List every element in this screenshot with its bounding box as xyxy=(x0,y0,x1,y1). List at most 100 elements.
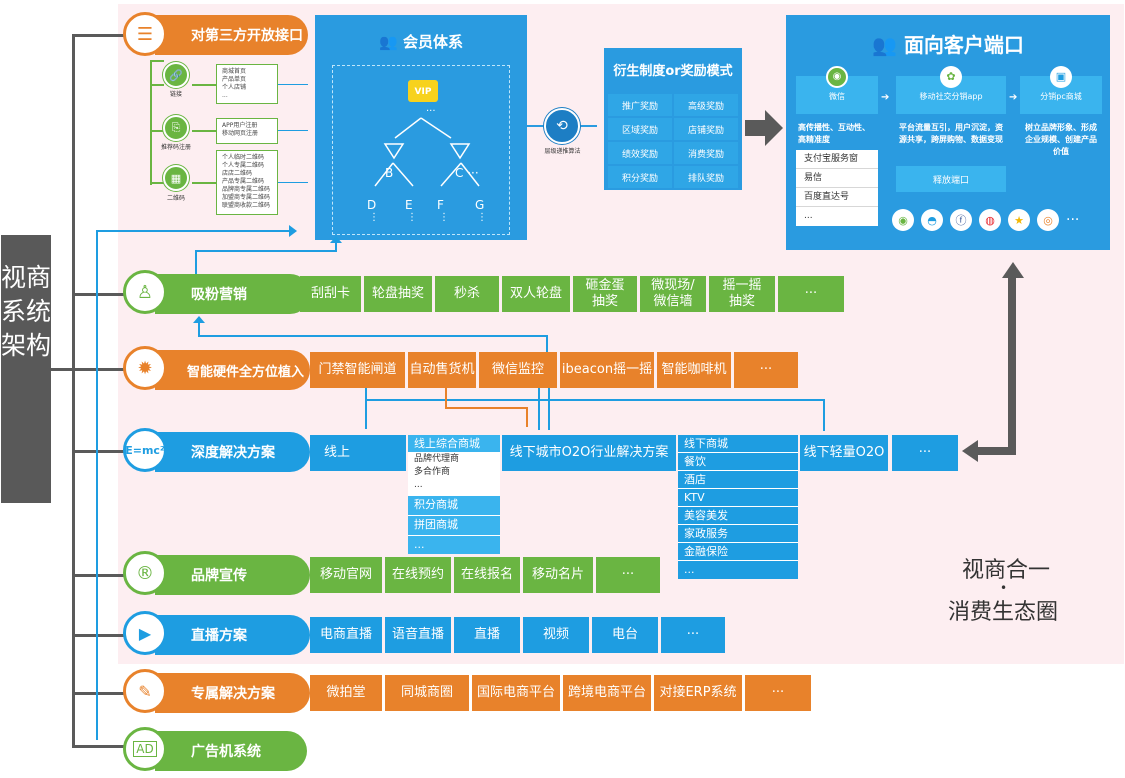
level3-d: D xyxy=(367,198,377,212)
row-title-open-api[interactable]: 对第三方开放接口 xyxy=(155,15,308,55)
row-title-deep[interactable]: 深度解决方案 xyxy=(155,432,310,472)
ecosystem-line2: 消费生态圈 xyxy=(948,600,1059,625)
big-arrow-left xyxy=(962,440,978,462)
list-item: 易信 xyxy=(796,169,878,188)
member-title-label: 会员体系 xyxy=(402,33,463,51)
big-arrow-vertical xyxy=(1008,277,1016,452)
ad-icon-label: AD xyxy=(133,741,157,757)
row-title-ad[interactable]: 广告机系统 xyxy=(155,731,307,771)
row-title-brand[interactable]: 品牌宣传 xyxy=(155,555,310,595)
note-item: 个人店铺 xyxy=(222,84,247,91)
level3-dots: ⋮ xyxy=(439,212,449,223)
reward-cell: 积分奖励 xyxy=(608,166,672,188)
exclusive-item[interactable]: 跨境电商平台 xyxy=(563,675,651,711)
online-list-extra: ... xyxy=(408,536,500,554)
offline-item: 金融保险 xyxy=(678,543,798,561)
deep-online[interactable]: 线上 xyxy=(310,435,406,471)
orange-connector xyxy=(526,407,528,427)
client-list: 支付宝服务窗 易信 百度直达号 ... xyxy=(796,150,878,226)
row-title-hardware[interactable]: 智能硬件全方位植入 xyxy=(155,350,310,390)
reward-cell: 消费奖励 xyxy=(674,142,738,164)
live-item[interactable]: 电商直播 xyxy=(310,617,382,653)
exclusive-item[interactable]: 微拍堂 xyxy=(310,675,382,711)
qrcode-label: 二维码 xyxy=(166,195,185,202)
connector-line xyxy=(72,634,127,637)
link-label: 链接 xyxy=(169,91,182,98)
link-note: 商城首页 产品单页 个人店铺 ... xyxy=(216,64,278,104)
wechat-desc: 高传播性、互动性、高精准度 xyxy=(798,123,870,144)
more-dots: ··· xyxy=(1066,212,1080,228)
fans-item[interactable]: 微现场/ 微信墙 xyxy=(640,276,706,312)
fans-item[interactable]: 刮刮卡 xyxy=(300,276,361,312)
hardware-item[interactable]: 门禁智能闸道 xyxy=(310,352,405,388)
live-item[interactable]: 电台 xyxy=(592,617,658,653)
brand-item[interactable]: 移动官网 xyxy=(310,557,382,593)
live-item[interactable]: 视频 xyxy=(523,617,589,653)
connector-trunk xyxy=(72,34,75,746)
reward-cell: 排队奖励 xyxy=(674,166,738,188)
row-title-label: 深度解决方案 xyxy=(191,445,275,461)
list-item: 支付宝服务窗 xyxy=(796,150,878,169)
fans-item[interactable]: 秒杀 xyxy=(435,276,499,312)
blue-connector xyxy=(365,388,367,400)
exclusive-item[interactable]: 对接ERP系统 xyxy=(654,675,742,711)
fans-item[interactable]: 砸金蛋 抽奖 xyxy=(573,276,637,312)
deep-light[interactable]: 线下轻量O2O xyxy=(800,435,888,471)
hardware-item[interactable]: 微信监控 xyxy=(479,352,557,388)
brand-item[interactable]: 在线预约 xyxy=(385,557,451,593)
row-title-label: 广告机系统 xyxy=(191,744,261,760)
algo-label: 层级递推算法 xyxy=(544,148,581,155)
reward-grid: 推广奖励 高级奖励 区域奖励 店铺奖励 绩效奖励 消费奖励 积分奖励 排队奖励 xyxy=(604,90,742,190)
wechat-box: ◉ 微信 xyxy=(796,66,878,114)
fans-item[interactable]: 双人轮盘 xyxy=(502,276,570,312)
arrow-head xyxy=(193,316,205,323)
pc-icon: ▣ xyxy=(1050,66,1072,88)
arrow-head xyxy=(330,236,342,243)
hardware-item[interactable]: 自动售货机 xyxy=(408,352,476,388)
reward-grid-inner: 推广奖励 高级奖励 区域奖励 店铺奖励 绩效奖励 消费奖励 积分奖励 排队奖励 xyxy=(608,94,738,188)
exclusive-item[interactable]: 同城商圈 xyxy=(385,675,469,711)
live-item[interactable]: ··· xyxy=(661,617,725,653)
level3-dots: ⋮ xyxy=(477,212,487,223)
online-list: 线上综合商城 品牌代理商 多合作商 ... 积分商城 拼团商城 ... xyxy=(408,435,500,554)
fans-item[interactable]: ··· xyxy=(778,276,844,312)
row-title-exclusive[interactable]: 专属解决方案 xyxy=(155,673,310,713)
hardware-item[interactable]: ibeacon摇一摇 xyxy=(560,352,654,388)
level3-dots: ⋮ xyxy=(407,212,417,223)
exclusive-item[interactable]: 国际电商平台 xyxy=(472,675,560,711)
registered-icon: ® xyxy=(123,551,167,595)
hardware-item[interactable]: 智能咖啡机 xyxy=(657,352,731,388)
brand-item[interactable]: 移动名片 xyxy=(523,557,593,593)
algo-circle: ⟲ xyxy=(544,108,580,144)
blue-connector xyxy=(198,322,200,336)
social-icons: ◉ ◓ ⓕ ◍ ★ ◎ ··· xyxy=(892,208,1102,232)
online-list-extra: 积分商城 xyxy=(408,496,500,516)
member-title: 👥 会员体系 xyxy=(315,31,527,52)
big-arrow-right-head xyxy=(765,110,783,146)
reward-cell: 店铺奖励 xyxy=(674,118,738,140)
note-item: 个人专属二维码 xyxy=(222,162,265,169)
release-port-button[interactable]: 释放端口 xyxy=(896,166,1006,192)
orange-connector xyxy=(445,388,447,408)
row-title-live[interactable]: 直播方案 xyxy=(155,615,310,655)
brand-items: 移动官网 在线预约 在线报名 移动名片 ··· xyxy=(310,557,660,593)
deep-more[interactable]: ··· xyxy=(892,435,958,471)
deep-o2o[interactable]: 线下城市O2O行业解决方案 xyxy=(502,435,676,471)
connector-line xyxy=(72,34,127,37)
hardware-item[interactable]: ··· xyxy=(734,352,798,388)
fans-item[interactable]: 摇一摇 抽奖 xyxy=(709,276,775,312)
exclusive-item[interactable]: ··· xyxy=(745,675,811,711)
sub-connector xyxy=(192,84,216,86)
blue-connector xyxy=(548,388,550,430)
member-system-box: 👥 会员体系 VIP ··· B C ··· D E F G ⋮ ⋮ ⋮ ⋮ xyxy=(315,15,527,240)
reward-title: 衍生制度or奖励模式 xyxy=(604,48,742,90)
brand-item[interactable]: ··· xyxy=(596,557,660,593)
fans-item[interactable]: 轮盘抽奖 xyxy=(364,276,432,312)
live-item[interactable]: 语音直播 xyxy=(385,617,451,653)
level3-e: E xyxy=(405,198,413,212)
blue-connector xyxy=(538,388,540,430)
brand-item[interactable]: 在线报名 xyxy=(454,557,520,593)
row-title-fans[interactable]: 吸粉营销 xyxy=(155,274,310,314)
level2-c: C ··· xyxy=(455,166,479,180)
live-item[interactable]: 直播 xyxy=(454,617,520,653)
